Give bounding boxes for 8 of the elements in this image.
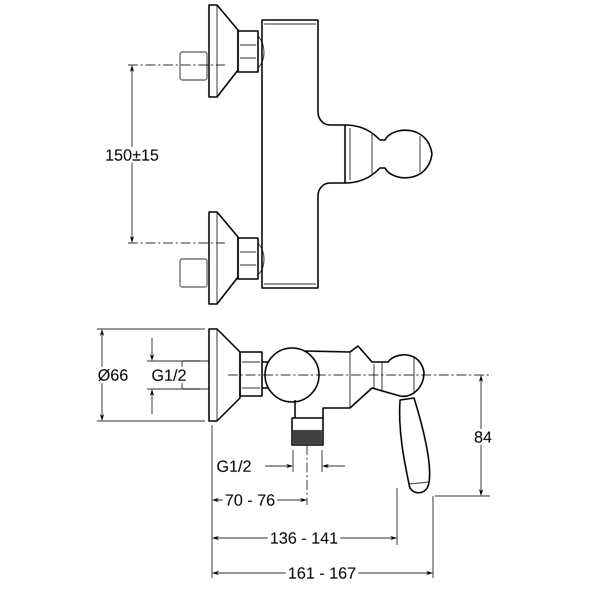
dimension-label: G1/2 <box>149 366 189 384</box>
dimension-label: 150±15 <box>102 147 162 163</box>
dimension-label: G1/2 <box>214 458 254 474</box>
dimension-label: 70 - 76 <box>222 492 278 508</box>
dimension-label: 84 <box>472 429 494 445</box>
dimension-label: 136 - 141 <box>268 530 340 546</box>
dimension-label: 161 - 167 <box>286 565 358 581</box>
dimension-label: Ø66 <box>96 366 130 384</box>
